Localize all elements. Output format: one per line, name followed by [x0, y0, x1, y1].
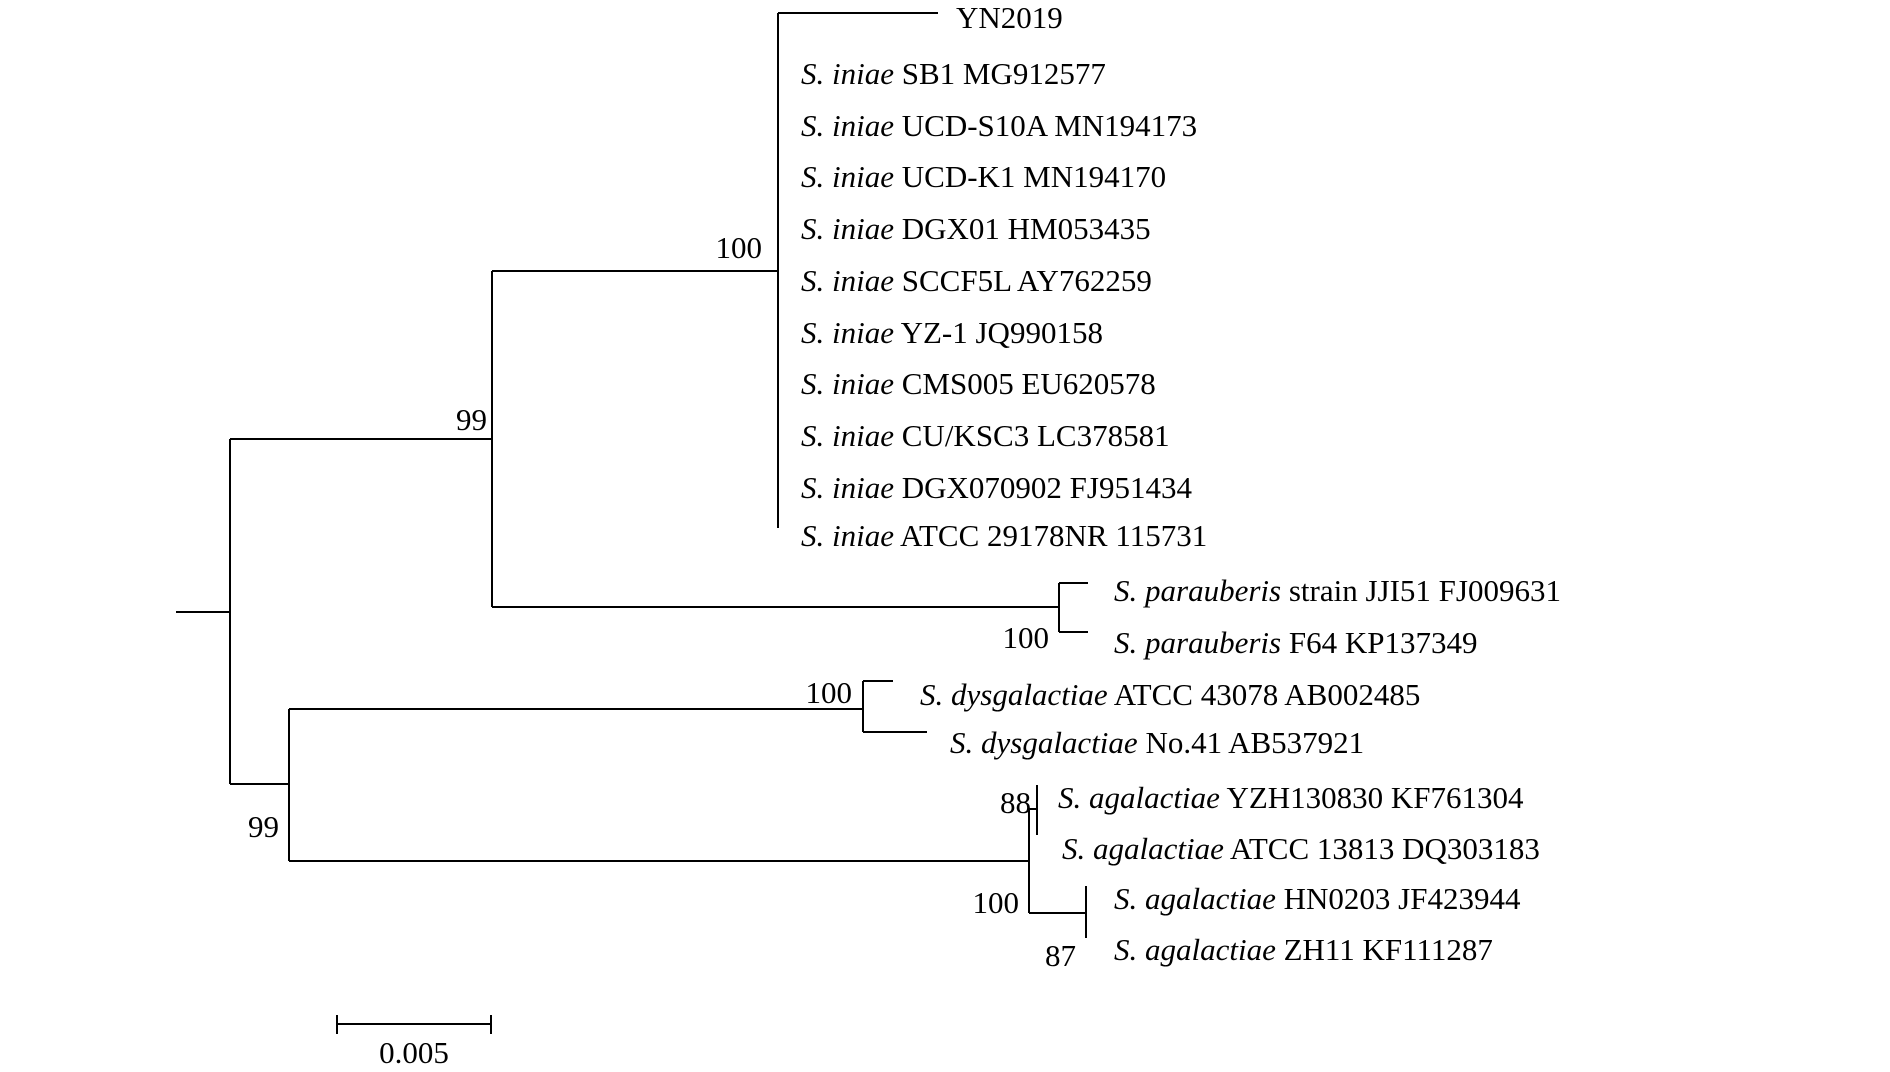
taxon-label: S. iniae UCD-S10A MN194173 [801, 108, 1197, 143]
bootstrap-agalactiae-pair-a: 88 [1000, 785, 1031, 820]
taxon-label: S. iniae DGX01 HM053435 [801, 211, 1151, 246]
bootstrap-iniae-parauberis: 99 [456, 402, 487, 437]
taxon-label: S. iniae DGX070902 FJ951434 [801, 470, 1192, 505]
taxon-label: S. iniae UCD-K1 MN194170 [801, 159, 1166, 194]
taxon-label: S. agalactiae HN0203 JF423944 [1114, 881, 1521, 916]
taxon-label: S. agalactiae ATCC 13813 DQ303183 [1062, 831, 1540, 866]
taxon-label: S. iniae ATCC 29178NR 115731 [801, 518, 1207, 553]
taxon-label: S. dysgalactiae ATCC 43078 AB002485 [920, 677, 1420, 712]
bootstrap-iniae-clade: 100 [716, 230, 763, 265]
taxon-label: S. iniae CMS005 EU620578 [801, 366, 1156, 401]
scale-bar: 0.005 [335, 1015, 493, 1070]
taxon-label: S. iniae YZ-1 JQ990158 [801, 315, 1103, 350]
taxon-labels: YN2019 S. iniae SB1 MG912577 S. iniae UC… [801, 0, 1561, 967]
bootstrap-dysgalactiae-agalactiae: 99 [248, 809, 279, 844]
bootstrap-dysgalactiae-clade: 100 [806, 675, 853, 710]
bootstrap-values: 100 99 100 100 99 88 100 87 [248, 230, 1076, 973]
taxon-label: S. agalactiae YZH130830 KF761304 [1058, 780, 1524, 815]
taxon-label: YN2019 [956, 0, 1063, 35]
taxon-label: S. agalactiae ZH11 KF111287 [1114, 932, 1493, 967]
taxon-label: S. iniae SCCF5L AY762259 [801, 263, 1152, 298]
scale-bar-label: 0.005 [379, 1035, 449, 1070]
bootstrap-agalactiae-clade: 100 [973, 885, 1020, 920]
taxon-label: S. iniae CU/KSC3 LC378581 [801, 418, 1170, 453]
tree-branches [176, 11, 1088, 938]
taxon-label: S. iniae SB1 MG912577 [801, 56, 1106, 91]
taxon-label: S. parauberis strain JJI51 FJ009631 [1114, 573, 1561, 608]
bootstrap-parauberis-clade: 100 [1003, 620, 1050, 655]
bootstrap-agalactiae-pair-b: 87 [1045, 938, 1076, 973]
taxon-label: S. parauberis F64 KP137349 [1114, 625, 1477, 660]
taxon-label: S. dysgalactiae No.41 AB537921 [950, 725, 1364, 760]
